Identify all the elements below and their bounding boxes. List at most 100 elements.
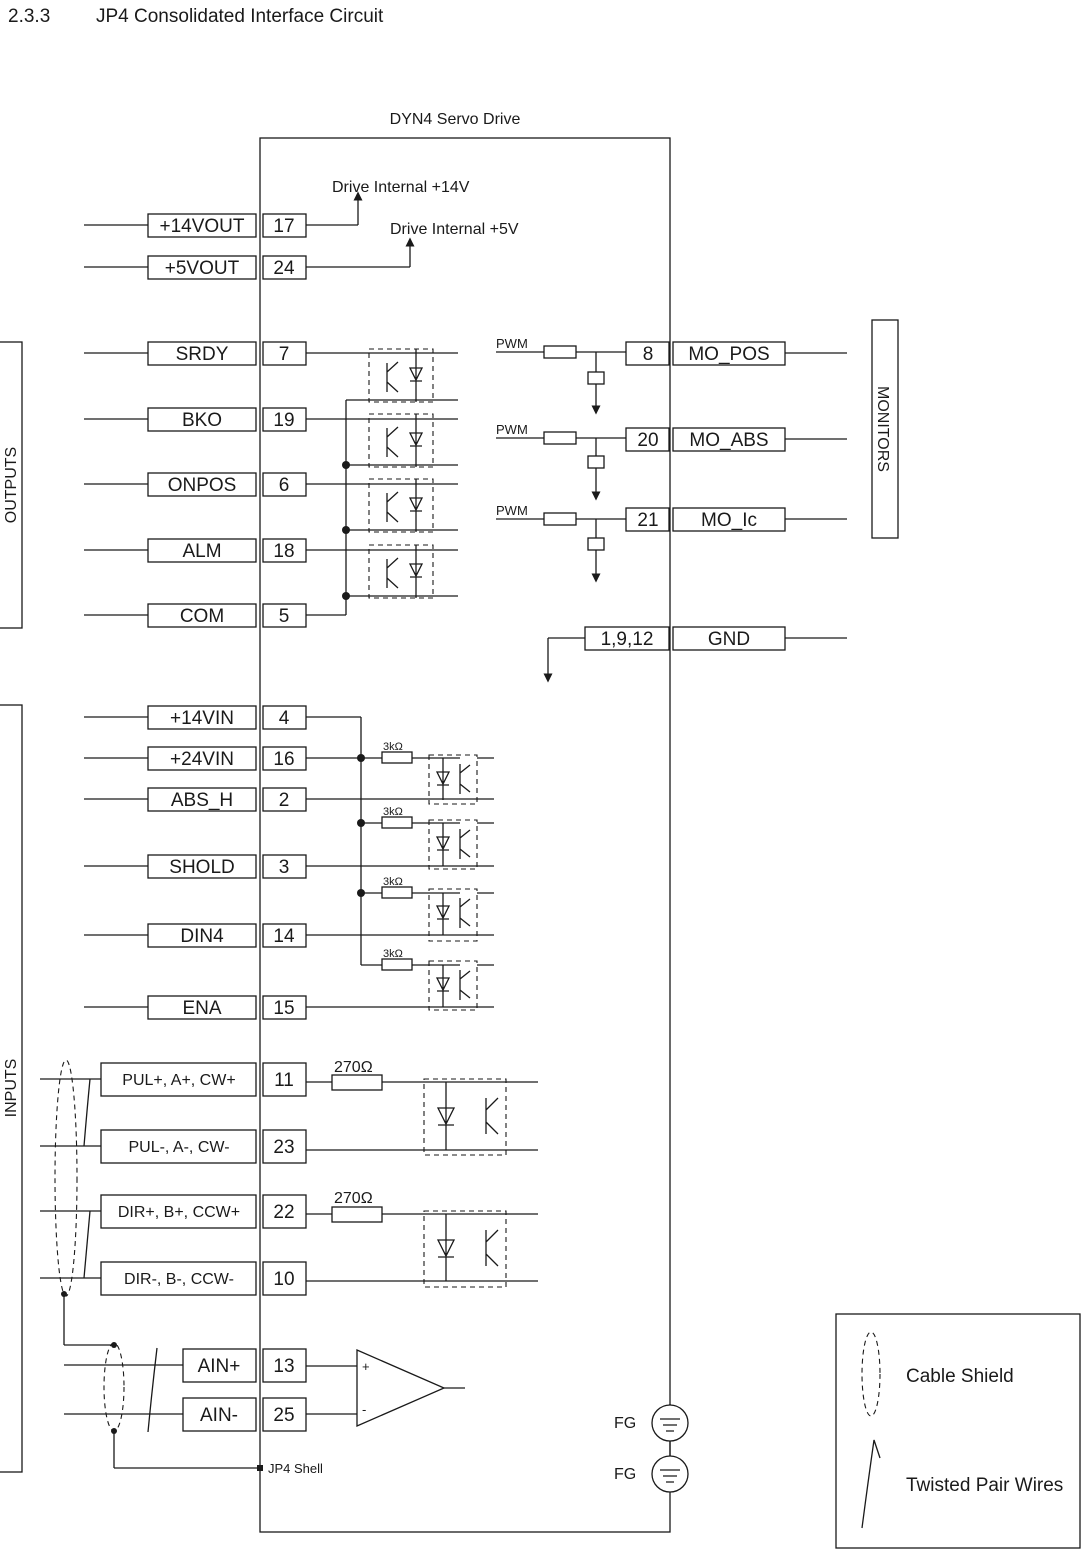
legend-box	[835, 1313, 1081, 1549]
resistor-3k: 3kΩ	[381, 948, 460, 971]
pin-name-box	[147, 603, 257, 628]
pin-number-label: 2	[279, 790, 290, 811]
pin-name-label: MO_Ic	[701, 510, 757, 531]
pin-name-box	[147, 705, 257, 730]
resistor-270-label: 270Ω	[334, 1190, 373, 1207]
output-optocoupler	[368, 478, 434, 533]
junction-dot	[342, 592, 350, 600]
pin-name-box	[147, 923, 257, 948]
pin-number-label: 17	[273, 216, 294, 237]
output-optocoupler	[368, 413, 434, 468]
resistor-270-label: 270Ω	[334, 1059, 373, 1076]
pin-number-label: 20	[637, 430, 658, 451]
ground-icon	[651, 1404, 689, 1442]
pin-name-box	[147, 341, 257, 366]
pin-name-box	[100, 1261, 257, 1296]
pin-name-label: DIR+, B+, CCW+	[118, 1204, 240, 1221]
twisted-pair-wire	[147, 1347, 158, 1433]
inputs-group-label: INPUTS	[3, 1059, 20, 1118]
svg-text:3kΩ: 3kΩ	[383, 948, 403, 960]
pin-number-label: 21	[637, 510, 658, 531]
section-number: 2.3.3	[8, 6, 50, 27]
pin-number-label: 18	[273, 541, 294, 562]
frame-ground: FG FG	[614, 1404, 689, 1493]
monitors-section: MONITORS PWM 8 MO_POS PWM 20 MO_ABS PWM	[496, 319, 899, 683]
pin-name-label: SHOLD	[169, 857, 234, 878]
pwm-label: PWM	[496, 422, 528, 437]
pin-name-label: DIR-, B-, CCW-	[124, 1271, 234, 1288]
pin-number-label: 22	[273, 1202, 294, 1223]
pin-number-box	[262, 1129, 307, 1164]
outputs-section: OUTPUTS SRDY 7 BKO 19 ONPOS 6 ALM 18 COM	[0, 341, 458, 629]
direction-optocoupler	[423, 1210, 507, 1288]
pin-name-label: MO_ABS	[689, 430, 768, 451]
outputs-bracket	[0, 341, 23, 629]
pulse-optocoupler	[423, 1078, 507, 1156]
section-title: JP4 Consolidated Interface Circuit	[96, 6, 384, 27]
pin-number-label: 5	[279, 606, 290, 627]
junction-dot	[342, 526, 350, 534]
pin-name-label: DIN4	[180, 926, 224, 947]
pin-name-label: MO_POS	[688, 344, 769, 365]
op-amp-minus: -	[362, 1402, 366, 1417]
twisted-pair-wire	[83, 1078, 91, 1147]
pin-number-label: 10	[273, 1269, 294, 1290]
pin-name-label: COM	[180, 606, 224, 627]
pin-number-box	[625, 507, 670, 532]
input-optocoupler	[428, 819, 494, 870]
output-optocoupler	[368, 544, 434, 599]
legend: Cable Shield Twisted Pair Wires	[835, 1313, 1081, 1549]
legend-cable-shield-label: Cable Shield	[906, 1366, 1014, 1387]
pin-number-label: 1,9,12	[601, 629, 654, 650]
inputs-section: INPUTS +14VIN 4 +24VIN 16 ABS_H 2 SHOLD …	[0, 704, 494, 1473]
output-optocoupler	[368, 348, 434, 403]
pwm-label: PWM	[496, 336, 528, 351]
legend-twisted-pair-label: Twisted Pair Wires	[906, 1475, 1063, 1496]
pin-number-box	[584, 626, 670, 651]
pin-name-box	[100, 1062, 257, 1097]
junction-dot	[342, 461, 350, 469]
op-amp: + -	[356, 1349, 465, 1427]
input-optocoupler	[428, 888, 494, 942]
pin-number-label: 4	[279, 708, 290, 729]
pin-number-label: 25	[273, 1405, 294, 1426]
pin-number-label: 24	[273, 258, 295, 279]
outputs-group-label: OUTPUTS	[3, 447, 20, 523]
pin-name-label: PUL+, A+, CW+	[122, 1072, 235, 1089]
pin-number-label: 3	[279, 857, 290, 878]
pin-name-box	[100, 1129, 257, 1164]
pin-number-label: 16	[273, 749, 294, 770]
pin-name-label: +14VOUT	[159, 216, 244, 237]
twisted-pair-icon	[861, 1439, 881, 1529]
resistor-3k: 3kΩ	[381, 741, 460, 764]
pin-name-box	[182, 1397, 257, 1432]
pin-name-box	[147, 213, 257, 238]
pin-name-label: GND	[708, 629, 750, 650]
pin-name-box	[147, 995, 257, 1020]
pin-name-box	[147, 255, 257, 280]
pin-number-box	[262, 1062, 307, 1097]
pin-number-label: 8	[643, 344, 654, 365]
pin-number-label: 11	[274, 1070, 294, 1091]
svg-text:3kΩ: 3kΩ	[383, 876, 403, 888]
pin-name-box	[100, 1194, 257, 1229]
pin-number-box	[625, 341, 670, 366]
pin-name-box	[147, 746, 257, 771]
analog-inputs-section: AIN+ 13 AIN- 25 + - JP4 Shell	[64, 1342, 465, 1476]
servo-drive-title: DYN4 Servo Drive	[390, 111, 521, 128]
pwm-label: PWM	[496, 503, 528, 518]
pin-name-label: BKO	[182, 410, 222, 431]
pin-number-label: 6	[279, 475, 290, 496]
resistor-3k: 3kΩ	[381, 876, 460, 899]
differential-inputs-section: PUL+, A+, CW+ 11 270Ω PUL-, A-, CW- 23 D…	[40, 1059, 538, 1346]
svg-text:3kΩ: 3kΩ	[383, 806, 403, 818]
cable-shield-icon	[861, 1331, 881, 1417]
drive-internal-5v-label: Drive Internal +5V	[390, 221, 519, 238]
pin-name-box	[182, 1348, 257, 1383]
fg-label: FG	[614, 1415, 636, 1432]
pin-name-label: ENA	[182, 998, 221, 1019]
op-amp-plus: +	[362, 1359, 370, 1374]
svg-text:3kΩ: 3kΩ	[383, 741, 403, 753]
pin-number-box	[262, 1194, 307, 1229]
cable-shield-ellipse	[54, 1059, 78, 1297]
